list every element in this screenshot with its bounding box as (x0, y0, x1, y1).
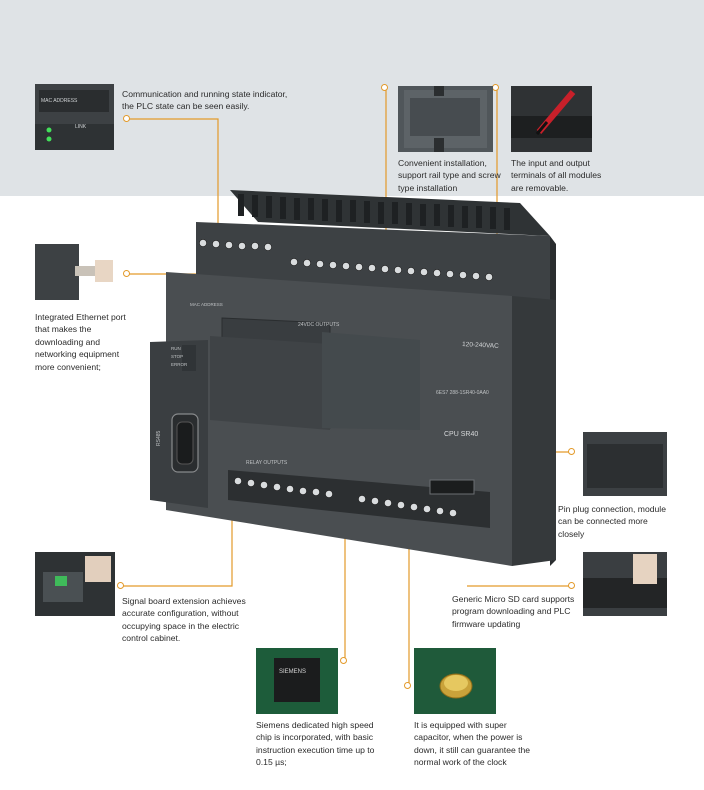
caption-pin-plug: Pin plug connection, module can be conne… (558, 504, 666, 539)
supply-label: 120-240VAC (462, 341, 499, 350)
pin-plug-photo (583, 432, 667, 496)
installation-photo (398, 86, 493, 152)
callout-dot-status (123, 115, 130, 122)
caption-micro-sd: Generic Micro SD card supports program d… (452, 594, 575, 629)
caption-installation: Convenient installation, support rail ty… (398, 158, 501, 193)
callout-dot-ethernet (123, 270, 130, 277)
stop-led-label: STOP (171, 354, 183, 359)
callout-dot-signal-board (117, 582, 124, 589)
mac-label: MAC ADDRESS (190, 302, 223, 307)
callout-dot-capacitor (404, 682, 411, 689)
chip-brand-label: SIEMENS (279, 669, 306, 675)
callout-dot-micro-sd (568, 582, 575, 589)
callout-dot-chip (340, 657, 347, 664)
part-number-label: 6ES7 288-1SR40-0AA0 (436, 390, 489, 396)
caption-signal-board: Signal board extension achieves accurate… (122, 596, 246, 644)
error-led-label: ERROR (171, 362, 188, 367)
callout-dot-terminals (492, 84, 499, 91)
caption-chip: Siemens dedicated high speed chip is inc… (256, 720, 375, 768)
photo-mac-label: MAC ADDRESS (41, 98, 78, 104)
callout-dot-installation (381, 84, 388, 91)
rs485-label: RS485 (156, 430, 162, 446)
caption-status-led: Communication and running state indicato… (122, 89, 288, 112)
ethernet-photo (35, 240, 115, 304)
caption-capacitor: It is equipped with super capacitor, whe… (414, 720, 531, 768)
status-led-photo: MAC ADDRESS LINK (35, 84, 114, 150)
chip-photo: SIEMENS (256, 648, 338, 714)
caption-terminals: The input and output terminals of all mo… (511, 158, 602, 193)
terminals-photo (511, 86, 592, 152)
capacitor-photo (414, 648, 496, 714)
dc-output-label: 24VDC OUTPUTS (298, 322, 340, 328)
run-led-label: RUN (171, 346, 181, 351)
caption-ethernet: Integrated Ethernet port that makes the … (35, 312, 126, 372)
relay-output-label: RELAY OUTPUTS (246, 460, 288, 466)
photo-link-label: LINK (75, 124, 87, 130)
model-label: CPU SR40 (444, 431, 478, 438)
micro-sd-photo (583, 552, 667, 616)
callout-dot-pin-plug (568, 448, 575, 455)
signal-board-photo (35, 552, 115, 616)
